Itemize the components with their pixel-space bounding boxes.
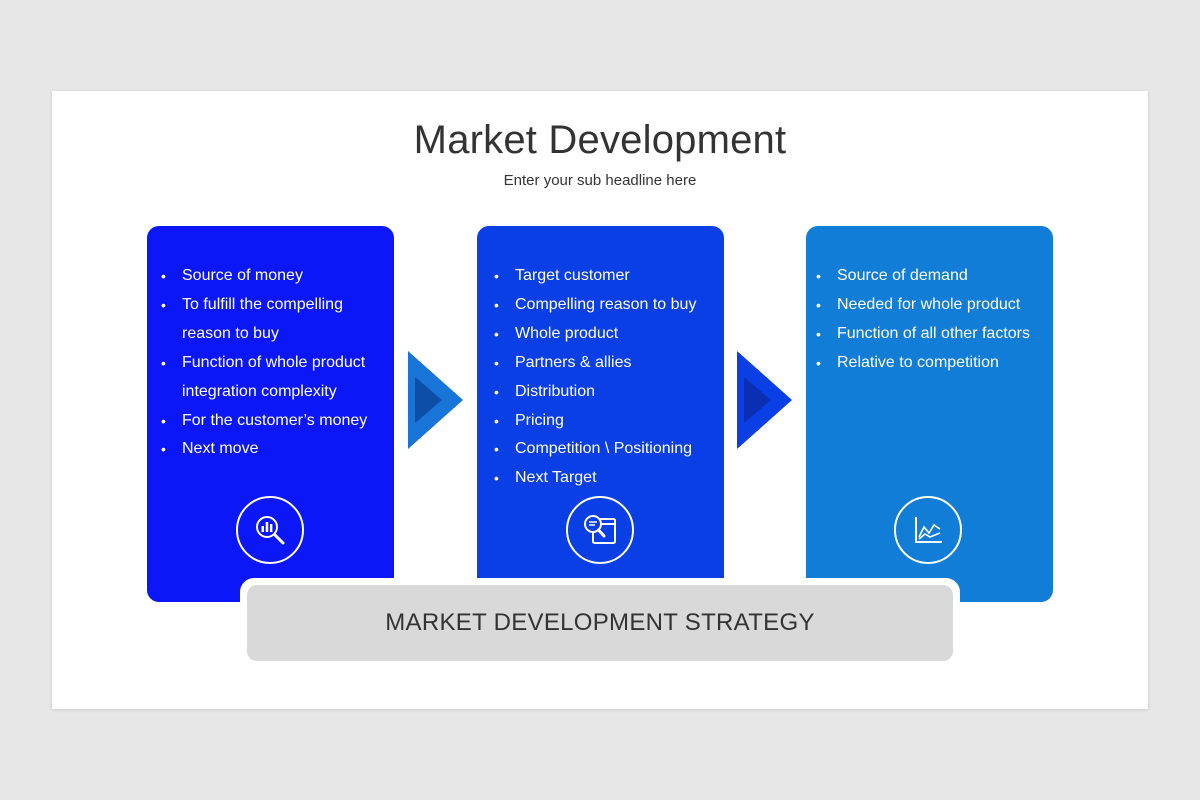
list-item: Competition \ Positioning	[494, 435, 696, 464]
list-item: Next move	[161, 435, 367, 464]
list-item: Needed for whole product	[816, 291, 1030, 320]
slide: Market Development Enter your sub headli…	[52, 91, 1148, 709]
list-item: Partners & allies	[494, 349, 696, 378]
browser-search-icon	[566, 496, 634, 564]
list-item: reason to buy	[182, 324, 279, 342]
arrow-right-icon	[408, 351, 463, 449]
list-item: Target customer	[494, 262, 696, 291]
arrow-right-icon	[737, 351, 792, 449]
list-item: Distribution	[494, 378, 696, 407]
page-title: Market Development	[413, 118, 787, 162]
page-subtitle: Enter your sub headline here	[503, 172, 697, 189]
list-item: For the customer’s money	[161, 407, 367, 436]
card-bullet-list: Source of demand Needed for whole produc…	[816, 262, 1030, 378]
card-source-of-demand: Source of demand Needed for whole produc…	[806, 226, 1053, 602]
list-item: Function of all other factors	[816, 320, 1030, 349]
list-item: Source of money	[161, 262, 367, 291]
list-item: Function of whole product	[161, 349, 367, 378]
magnifier-chart-icon	[236, 496, 304, 564]
card-source-of-money: Source of money To fulfill the compellin…	[147, 226, 394, 602]
list-item: To fulfill the compelling	[161, 291, 367, 320]
list-item: integration complexity	[182, 382, 337, 400]
list-item: Pricing	[494, 407, 696, 436]
line-chart-icon	[894, 496, 962, 564]
card-bullet-list: Source of money To fulfill the compellin…	[161, 262, 367, 464]
strategy-band: MARKET DEVELOPMENT STRATEGY	[247, 585, 953, 661]
list-item: Whole product	[494, 320, 696, 349]
list-item: Source of demand	[816, 262, 1030, 291]
card-bullet-list: Target customer Compelling reason to buy…	[494, 262, 696, 493]
list-item: Compelling reason to buy	[494, 291, 696, 320]
list-item: Next Target	[494, 464, 696, 493]
list-item: Relative to competition	[816, 349, 1030, 378]
card-target-customer: Target customer Compelling reason to buy…	[477, 226, 724, 602]
